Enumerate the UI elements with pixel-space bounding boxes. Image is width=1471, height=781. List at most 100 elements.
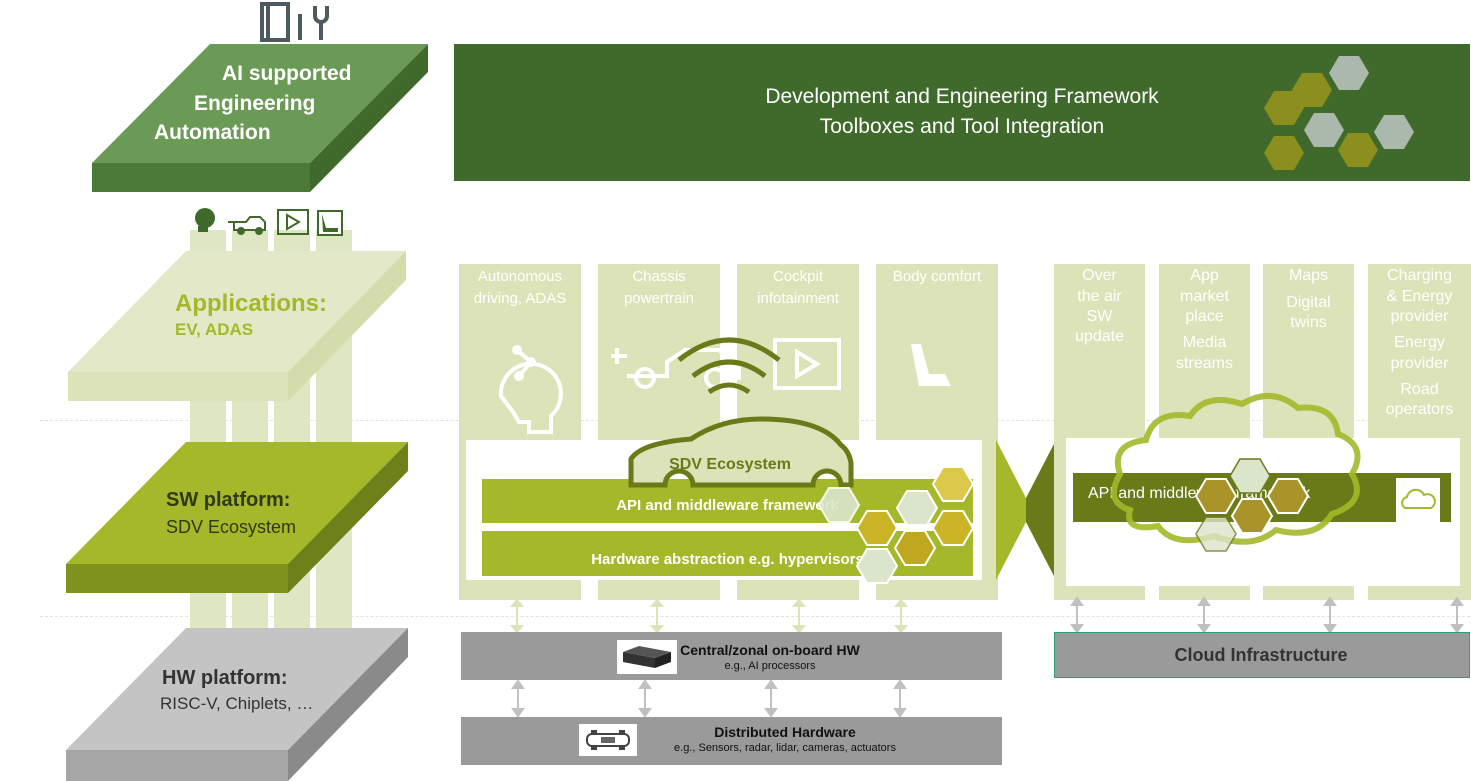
hexagon [1194, 478, 1238, 514]
ai-label-line-2: Engineering [194, 92, 316, 115]
cloud-icon [1396, 478, 1440, 522]
cloud-column-label: the air [1077, 288, 1122, 305]
framework-banner-line-2: Toolboxes and Tool Integration [819, 115, 1105, 138]
cloud-column-label: Digital [1286, 294, 1331, 311]
hardware-abstraction-bar-label: Hardware abstraction e.g. hypervisors [591, 551, 864, 568]
cloud-column-label: twins [1290, 314, 1327, 331]
app-column-label: Chassis [632, 268, 686, 285]
tools-icon [260, 2, 329, 42]
cloud-column-label: & Energy [1386, 288, 1453, 305]
sdv-ecosystem-badge: SDV Ecosystem [669, 456, 791, 473]
cloud-column-label: App [1190, 267, 1219, 284]
cloud-column-label: Charging [1387, 267, 1452, 284]
hexagon [1374, 115, 1414, 149]
cloud-column-label: SW [1086, 308, 1113, 325]
cloud-column-label: Road [1400, 381, 1439, 398]
cloud-column-label: place [1185, 308, 1224, 325]
central-hw-title: Central/zonal on-board HW [680, 642, 860, 658]
applications-slab-side [288, 251, 406, 401]
app-column-label: Autonomous [477, 268, 563, 285]
applications-subtitle: EV, ADAS [175, 320, 254, 339]
vehicle-cloud-connector [996, 440, 1056, 580]
cloud-column-label: Maps [1288, 267, 1329, 284]
hexagon [931, 510, 975, 546]
applications-slab-top [68, 251, 406, 372]
hexagon [1229, 458, 1271, 494]
hw-slab-side [288, 628, 408, 781]
layer-separator [40, 616, 1470, 617]
sdv-car-outline [628, 416, 854, 488]
hexagon [1338, 133, 1378, 167]
hw-slab-front [66, 750, 288, 781]
cloud-infrastructure-bar [1054, 632, 1470, 678]
seat-outline-icon [911, 344, 951, 386]
hexagon [1230, 498, 1274, 534]
cloud-infrastructure-label: Cloud Infrastructure [1174, 645, 1348, 665]
app-column-label: powertrain [623, 290, 695, 307]
seat-icon [317, 210, 343, 236]
ai-slab-top [92, 44, 428, 163]
hexagon [893, 530, 937, 566]
central-hw-bar [461, 632, 1002, 680]
wireless-waves-icon [677, 337, 781, 395]
ai-label-line-1: AI supported [222, 62, 352, 85]
cloud-column-label: market [1180, 288, 1229, 305]
framework-banner-line-1: Development and Engineering Framework [765, 85, 1159, 108]
hexagon [1264, 91, 1304, 125]
hexagon [817, 487, 861, 523]
ai-head-icon [195, 208, 215, 232]
hw-platform-subtitle: RISC-V, Chiplets, … [160, 694, 314, 713]
app-column-label: Cockpit [772, 268, 824, 285]
cloud-column-label: Energy [1394, 334, 1445, 351]
hw-slab-top [66, 628, 408, 750]
hexagon [1195, 516, 1237, 552]
sw-slab-top [66, 442, 408, 564]
cloud-hexagon-cluster [1194, 458, 1310, 552]
distributed-hw-title: Distributed Hardware [714, 724, 856, 740]
cloud-column-label: Over [1082, 267, 1117, 284]
distributed-hw-bar [461, 717, 1002, 765]
car-chassis-icon [579, 724, 637, 756]
cloud-overlay-graphics [1110, 392, 1361, 552]
hexagon [1304, 113, 1344, 147]
hexagon [1329, 56, 1369, 90]
app-column-label: Body comfort [892, 268, 982, 285]
ai-slab-side [310, 44, 428, 192]
hexagon [1264, 136, 1304, 170]
cloud-column-label: operators [1385, 401, 1454, 418]
cloud-column-label: provider [1390, 308, 1449, 325]
sw-platform-title: SW platform: [166, 489, 291, 511]
ai-label-line-3: Automation [154, 121, 271, 144]
banner-hexagon-cluster [1264, 56, 1414, 170]
ai-slab-front [92, 163, 310, 192]
play-screen-outline-icon [773, 338, 841, 390]
distributed-hw-subtitle: e.g., Sensors, radar, lidar, cameras, ac… [674, 742, 896, 754]
ev-car-icon [228, 216, 266, 235]
cloud-column-label: streams [1176, 355, 1233, 372]
app-column-label: driving, ADAS [473, 290, 567, 307]
hexagon [1292, 73, 1332, 107]
hexagon [855, 510, 899, 546]
app-column-label: infotainment [757, 290, 839, 307]
sw-slab-side [288, 442, 408, 593]
hexagon [895, 490, 939, 526]
hw-platform-title: HW platform: [162, 667, 288, 689]
left-layer-stack [66, 2, 428, 781]
sw-platform-subtitle: SDV Ecosystem [166, 517, 297, 537]
cloud-column-label: update [1075, 328, 1124, 345]
applications-title: Applications: [175, 290, 328, 317]
hexagon [1266, 478, 1310, 514]
applications-slab-front [68, 372, 288, 401]
play-icon [277, 209, 309, 235]
cloud-column-label: provider [1390, 355, 1449, 372]
hexagon [855, 548, 899, 584]
api-middleware-bar-label: API and middleware framework [616, 497, 839, 514]
cloud-column-label: Media [1182, 334, 1227, 351]
ecu-box-icon [617, 640, 677, 674]
central-hw-subtitle: e.g., AI processors [724, 660, 816, 672]
ai-head-outline-icon [498, 345, 563, 434]
hexagon [931, 466, 975, 502]
vehicle-hexagon-cluster [817, 466, 975, 584]
sw-slab-front [66, 564, 288, 593]
